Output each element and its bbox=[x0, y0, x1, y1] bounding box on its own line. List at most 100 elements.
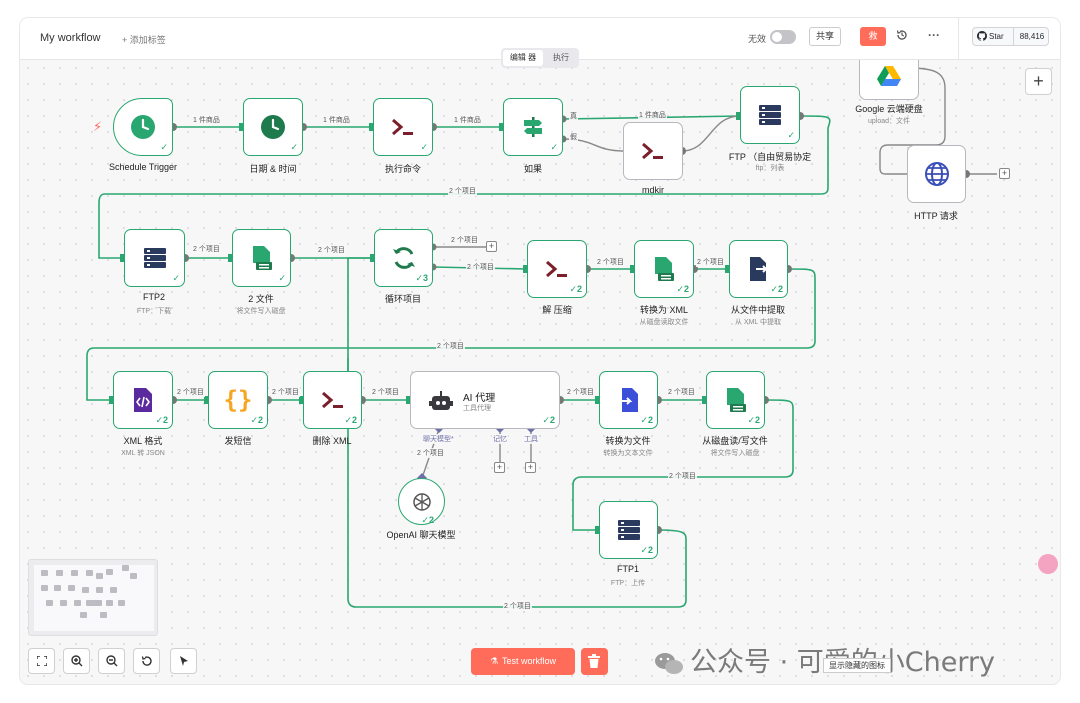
minimap[interactable] bbox=[28, 559, 158, 636]
edge-label: 2 个项目 bbox=[566, 387, 595, 397]
success-count-badge: ✓2 bbox=[640, 545, 653, 555]
clock-icon bbox=[131, 115, 155, 139]
node-label: AI 代理 bbox=[463, 393, 496, 404]
edge-label: 2 个项目 bbox=[450, 235, 479, 245]
edge-label: 2 个项目 bbox=[466, 262, 495, 272]
openai-icon bbox=[412, 492, 431, 511]
more-options-icon[interactable]: ··· bbox=[928, 28, 940, 42]
add-tool-button[interactable]: + bbox=[525, 462, 536, 473]
node-ftp-list[interactable]: ✓ bbox=[740, 86, 800, 144]
add-tag-link[interactable]: + 添加标签 bbox=[122, 35, 166, 45]
history-icon[interactable] bbox=[895, 29, 909, 43]
node-subtitle: 从磁盘读取文件 bbox=[639, 319, 689, 326]
file-disk-icon bbox=[252, 246, 272, 270]
node-convert-to-file[interactable]: ✓2 bbox=[599, 371, 658, 429]
node-if[interactable]: ✓ bbox=[503, 98, 563, 156]
port-memory: 记忆 bbox=[492, 434, 508, 444]
test-workflow-button[interactable]: ⚗Test workflow bbox=[471, 648, 575, 675]
success-count-badge: ✓2 bbox=[155, 415, 168, 425]
share-button[interactable]: 共享 bbox=[809, 27, 841, 46]
node-xml[interactable]: ✓2 bbox=[113, 371, 173, 429]
robot-icon bbox=[429, 391, 453, 410]
github-star-count[interactable]: 88,416 bbox=[1019, 32, 1045, 41]
edge-label: 2 个项目 bbox=[448, 186, 477, 196]
add-connection-button[interactable]: + bbox=[486, 241, 497, 252]
tab-executions[interactable]: 执行 bbox=[553, 53, 569, 62]
node-delete-xml[interactable]: ✓2 bbox=[303, 371, 362, 429]
reset-zoom-button[interactable] bbox=[133, 648, 160, 674]
node-http-request[interactable] bbox=[907, 145, 966, 203]
pointer-tool-button[interactable] bbox=[170, 648, 197, 674]
active-toggle[interactable] bbox=[770, 30, 796, 44]
zoom-out-button[interactable] bbox=[98, 648, 125, 674]
node-label: 转换为 XML bbox=[639, 305, 688, 315]
node-label: FTP （自由贸易协定 bbox=[728, 152, 812, 162]
node-unzip[interactable]: ✓2 bbox=[527, 240, 587, 298]
node-convert-xml[interactable]: ✓2 bbox=[634, 240, 694, 298]
success-check-icon: ✓ bbox=[160, 142, 168, 152]
success-count-badge: ✓2 bbox=[542, 415, 555, 425]
node-execute-command[interactable]: ✓ bbox=[373, 98, 433, 156]
node-read-write-disk[interactable]: ✓2 bbox=[706, 371, 765, 429]
node-label: Schedule Trigger bbox=[108, 162, 178, 172]
add-node-button[interactable]: + bbox=[1025, 68, 1052, 95]
add-connection-button[interactable]: + bbox=[999, 168, 1010, 179]
edge-label: 2 个项目 bbox=[667, 387, 696, 397]
fit-view-icon bbox=[35, 655, 48, 667]
clear-execution-button[interactable] bbox=[581, 648, 608, 675]
success-count-badge: ✓2 bbox=[747, 415, 760, 425]
edge-gdrive-http bbox=[879, 67, 946, 175]
node-ai-agent[interactable]: AI 代理 工具代理 ✓2 bbox=[410, 371, 560, 429]
success-check-icon: ✓ bbox=[172, 273, 180, 283]
edge-label: 1 件商品 bbox=[192, 115, 221, 125]
fit-view-button[interactable] bbox=[28, 648, 55, 674]
node-mdkir[interactable] bbox=[623, 122, 683, 180]
node-openai-chat-model[interactable]: ✓2 bbox=[398, 478, 445, 525]
node-ftp2[interactable]: ✓ bbox=[124, 229, 185, 287]
node-label: XML 格式 bbox=[123, 436, 163, 446]
node-label: 执行命令 bbox=[384, 164, 421, 174]
zoom-out-icon bbox=[105, 655, 117, 667]
edge-label: 2 个项目 bbox=[192, 244, 221, 254]
node-subtitle: 工具代理 bbox=[463, 405, 491, 412]
node-schedule-trigger[interactable]: ✓ bbox=[113, 98, 173, 156]
connections-layer bbox=[86, 67, 997, 608]
node-datetime[interactable]: ✓ bbox=[243, 98, 303, 156]
save-button[interactable]: 救 bbox=[860, 27, 886, 46]
node-label: 删除 XML bbox=[312, 436, 352, 446]
node-subtitle: 从 XML 中提取 bbox=[734, 319, 782, 326]
github-star-label: Star bbox=[977, 28, 1014, 45]
node-label: 如果 bbox=[523, 164, 542, 174]
node-subtitle: 转换为文本文件 bbox=[603, 450, 653, 457]
node-label: HTTP 请求 bbox=[914, 211, 958, 221]
undo-icon bbox=[141, 656, 152, 666]
braces-icon: {} bbox=[223, 386, 253, 414]
toggle-knob bbox=[772, 32, 782, 42]
node-label: 日期 & 时间 bbox=[249, 164, 297, 174]
node-google-drive[interactable] bbox=[859, 60, 919, 100]
node-ftp1[interactable]: ✓2 bbox=[599, 501, 658, 559]
edge-label: 2 个项目 bbox=[416, 448, 445, 458]
hidden-icons-tooltip: 显示隐藏的图标 bbox=[823, 658, 891, 673]
server-icon bbox=[143, 248, 166, 268]
active-label: 无效 bbox=[748, 34, 767, 44]
success-count-badge: ✓2 bbox=[344, 415, 357, 425]
node-write-file[interactable]: ✓ bbox=[232, 229, 291, 287]
file-disk-icon bbox=[726, 388, 746, 412]
mode-tabs: 编辑 器 执行 bbox=[501, 48, 579, 68]
file-import-icon bbox=[618, 388, 638, 412]
add-memory-button[interactable]: + bbox=[494, 462, 505, 473]
edge-label: 2 个项目 bbox=[317, 245, 346, 255]
node-loop-items[interactable]: ✓3 bbox=[374, 229, 433, 287]
trash-icon bbox=[588, 654, 600, 668]
avatar[interactable] bbox=[1038, 554, 1058, 574]
zoom-in-button[interactable] bbox=[63, 648, 90, 674]
github-star-button[interactable]: Star 88,416 bbox=[972, 27, 1049, 46]
edge-label: 2 个项目 bbox=[668, 471, 697, 481]
tab-editor[interactable]: 编辑 器 bbox=[503, 50, 543, 66]
minimap-viewport[interactable] bbox=[34, 565, 154, 631]
node-extract-from-file[interactable]: ✓2 bbox=[729, 240, 788, 298]
workflow-name[interactable]: My workflow bbox=[40, 32, 101, 44]
node-label: FTP2 bbox=[142, 292, 165, 302]
node-send-sms[interactable]: {} ✓2 bbox=[208, 371, 268, 429]
